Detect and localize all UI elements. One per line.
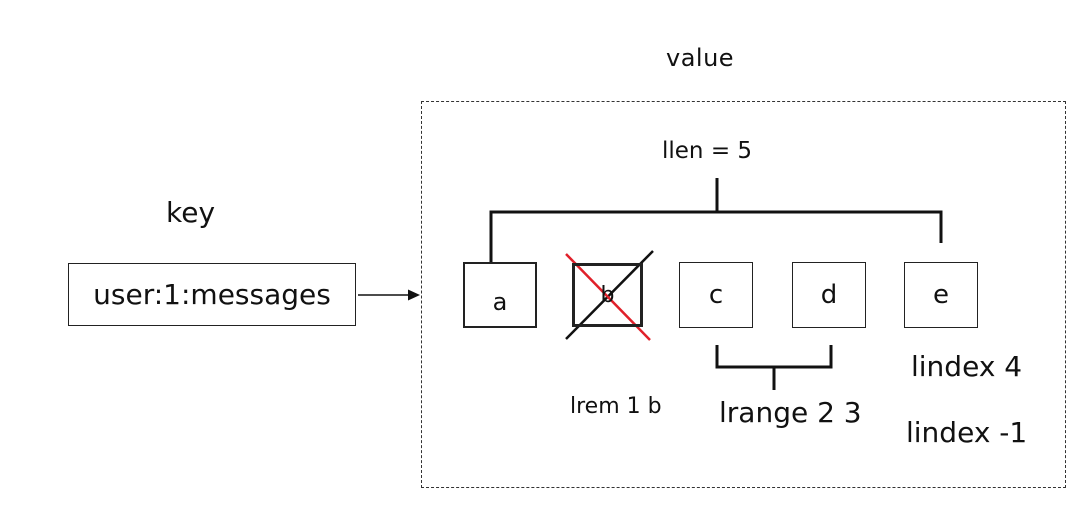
key-text: user:1:messages — [93, 278, 331, 311]
list-cell-d: d — [792, 262, 866, 328]
lindex-negative-label: lindex -1 — [906, 416, 1028, 449]
list-cell-a: a — [463, 262, 537, 328]
cell-text: a — [492, 288, 508, 316]
cell-text: b — [600, 282, 615, 308]
cell-text: d — [820, 280, 838, 310]
list-cell-e: e — [904, 262, 978, 328]
list-cell-b-removed: b — [572, 263, 643, 327]
value-label: value — [666, 44, 735, 72]
value-container — [421, 101, 1066, 488]
llen-label: llen = 5 — [662, 138, 753, 164]
cell-text: c — [708, 280, 724, 310]
lrem-label: lrem 1 b — [570, 394, 662, 419]
key-box: user:1:messages — [68, 263, 356, 326]
cell-text: e — [933, 280, 949, 310]
arrow-head-icon — [408, 289, 420, 301]
list-cell-c: c — [679, 262, 753, 328]
lrange-label: lrange 2 3 — [719, 396, 862, 429]
key-label: key — [166, 196, 216, 229]
lindex-positive-label: lindex 4 — [911, 350, 1023, 383]
